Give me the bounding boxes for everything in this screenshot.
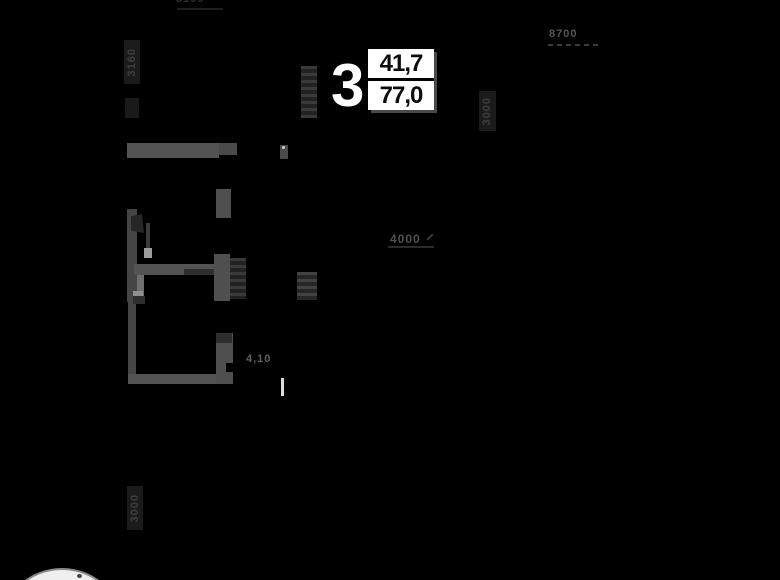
dimension-label-lower: 3000 — [128, 493, 141, 523]
wall-bottom — [128, 374, 233, 384]
window-symbol-right — [297, 272, 317, 300]
dimension-tick-center — [426, 233, 434, 241]
wall-right-notch — [226, 363, 233, 372]
door-mark-dark — [133, 296, 145, 304]
detail-circle — [0, 568, 125, 580]
wall-interior-horizontal — [134, 264, 220, 275]
dimension-label-center: 4000 — [390, 232, 421, 246]
dimension-label-left: 3160 — [125, 47, 138, 77]
door-mark-light — [133, 291, 143, 296]
room-area-label: 4,10 — [246, 353, 272, 365]
wall-left-lower — [128, 300, 136, 380]
door-handle-mark — [144, 248, 152, 258]
dimension-label-top-right: 8700 — [549, 28, 578, 40]
window-symbol-mid — [230, 258, 246, 299]
wall-left-light-strip — [137, 270, 144, 301]
detail-circle-dot — [77, 574, 82, 578]
wall-right-lower-cap — [216, 333, 232, 343]
wall-interior-upper — [216, 189, 231, 218]
dimension-bar-left: 3160 — [124, 40, 140, 84]
living-area-value: 41,7 — [379, 49, 424, 77]
dimension-line-top-right — [548, 44, 600, 46]
wall-interior-inset — [184, 269, 217, 275]
wall-left-upper — [127, 209, 137, 302]
wall-stub — [280, 145, 288, 159]
door-leaf-line — [146, 223, 150, 252]
dimension-label-top: 3100 — [176, 0, 204, 5]
dimension-tick-left — [125, 98, 139, 118]
wall-top — [127, 143, 219, 158]
wall-stub-mark — [282, 146, 285, 149]
area-badge: 41,7 77,0 — [368, 49, 434, 110]
window-symbol-top — [301, 66, 317, 118]
wall-top-right-step — [219, 143, 237, 155]
dimension-line-center — [388, 246, 434, 248]
door-swing-upper — [131, 214, 144, 233]
dimension-bar-lower: 3000 — [127, 486, 143, 530]
dimension-line-top — [177, 8, 223, 10]
dimension-bar-mid: 3000 — [479, 91, 496, 131]
total-area-value: 77,0 — [368, 78, 434, 110]
wall-white-tick — [281, 378, 284, 396]
rooms-count: 3 — [331, 52, 365, 119]
dimension-label-mid: 3000 — [481, 96, 493, 126]
wall-interior-mid — [214, 254, 230, 301]
